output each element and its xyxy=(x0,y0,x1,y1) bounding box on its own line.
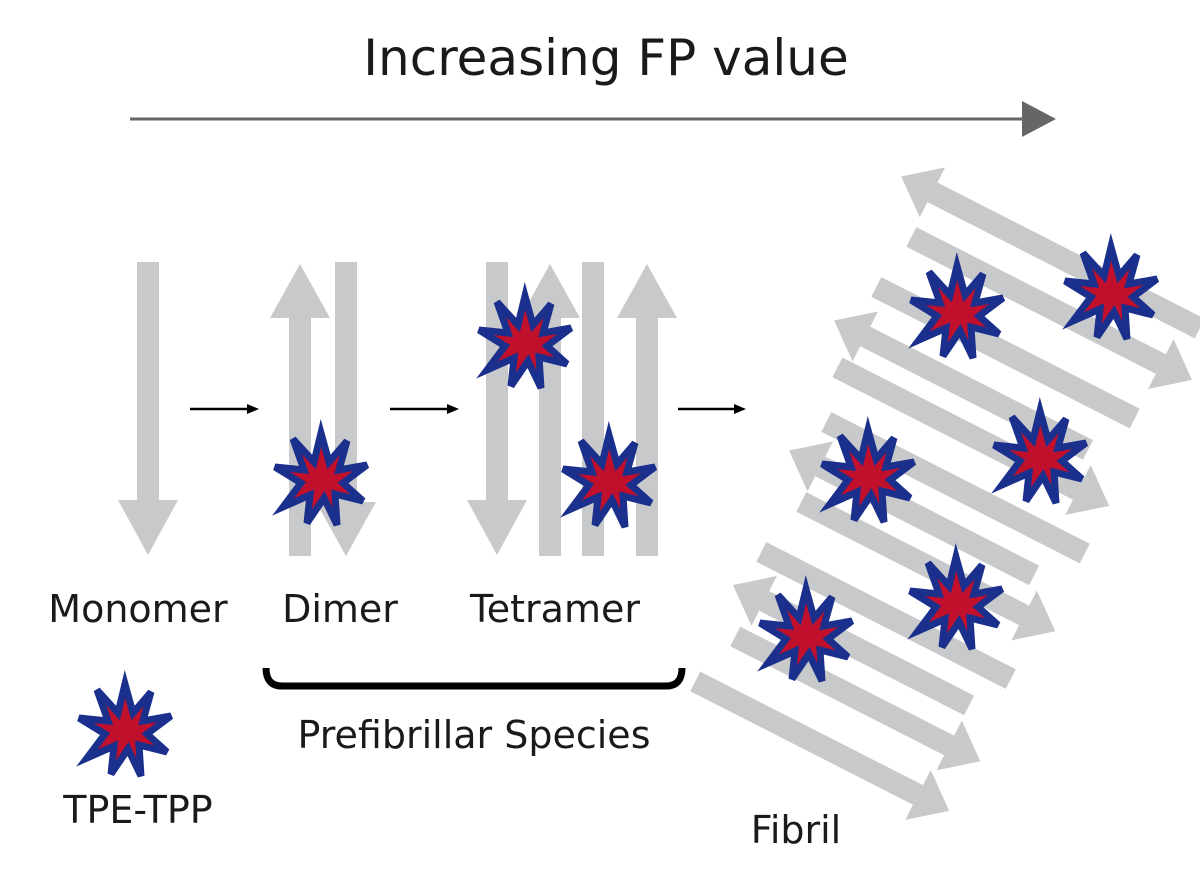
tpe-tpp-star-icon xyxy=(79,684,171,776)
monomer-strand xyxy=(118,262,178,555)
chart-title: Increasing FP value xyxy=(363,29,848,87)
dimer-strands xyxy=(270,262,376,556)
legend-label: TPE-TPP xyxy=(62,788,212,832)
fibril-label: Fibril xyxy=(751,808,842,852)
step-arrow xyxy=(678,404,746,414)
monomer-label: Monomer xyxy=(48,587,228,631)
step-arrow xyxy=(190,404,259,414)
dimer-label: Dimer xyxy=(282,587,398,631)
step-arrow xyxy=(390,404,459,414)
prefibrillar-bracket xyxy=(262,667,686,690)
fp-increase-arrow xyxy=(130,101,1056,137)
tetramer-label: Tetramer xyxy=(469,587,640,631)
prefibrillar-label: Prefibrillar Species xyxy=(297,713,650,757)
fibril-strands xyxy=(690,167,1200,820)
